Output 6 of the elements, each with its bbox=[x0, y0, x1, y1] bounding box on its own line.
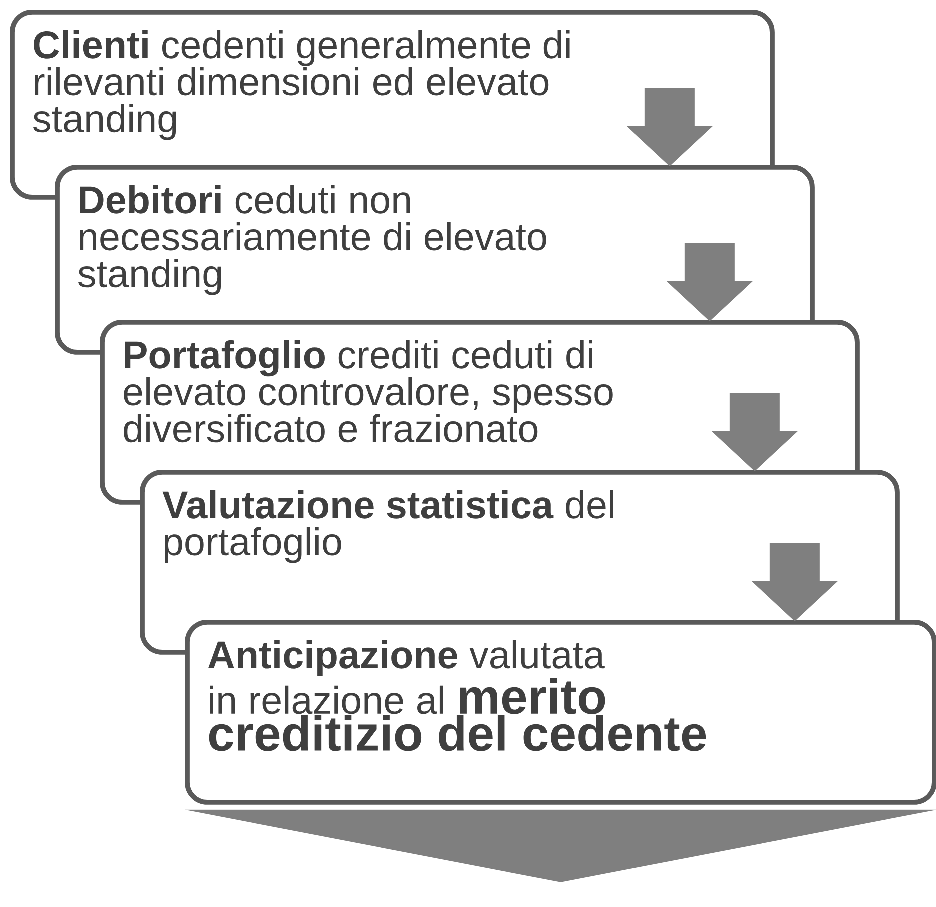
down-arrow bbox=[626, 88, 713, 166]
down-arrow bbox=[712, 394, 798, 472]
chevron-arrow bbox=[185, 810, 936, 882]
step-box: Anticipazione valutata in relazione al merito creditizio del cedente bbox=[185, 620, 936, 805]
down-arrow bbox=[752, 544, 838, 622]
down-arrow bbox=[666, 244, 753, 322]
